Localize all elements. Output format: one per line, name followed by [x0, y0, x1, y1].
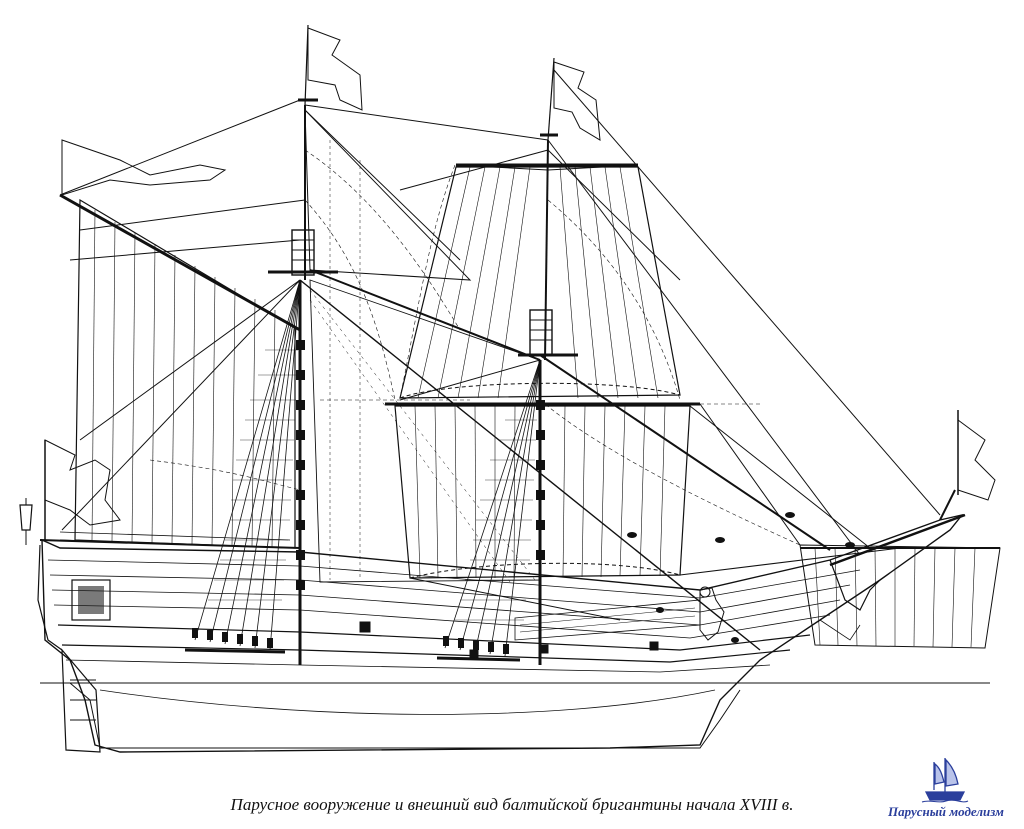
fore-shrouds: [436, 359, 541, 662]
running-rigging: [149, 149, 801, 546]
ensign: [61, 139, 227, 196]
bowsprit: [799, 410, 1001, 649]
hull: [19, 498, 964, 753]
bow-flag: [957, 419, 996, 501]
drawing-caption: Парусное вооружение и внешний вид балтий…: [230, 795, 794, 814]
ship-icon: [921, 758, 969, 803]
main-staysail: [309, 279, 541, 583]
blocks: [627, 512, 855, 643]
mainsail: [39, 139, 301, 549]
stays: [59, 69, 941, 651]
main-mast: [268, 24, 363, 665]
site-logo[interactable]: Парусный моделизм: [868, 752, 1024, 826]
main-topsail: [304, 108, 472, 580]
fore-flag: [553, 61, 601, 141]
main-shrouds: [184, 279, 301, 654]
main-flag: [307, 27, 363, 111]
fore-topsail: [399, 163, 681, 399]
stern-flag: [44, 439, 121, 540]
logo-text: Парусный моделизм: [888, 804, 1004, 819]
